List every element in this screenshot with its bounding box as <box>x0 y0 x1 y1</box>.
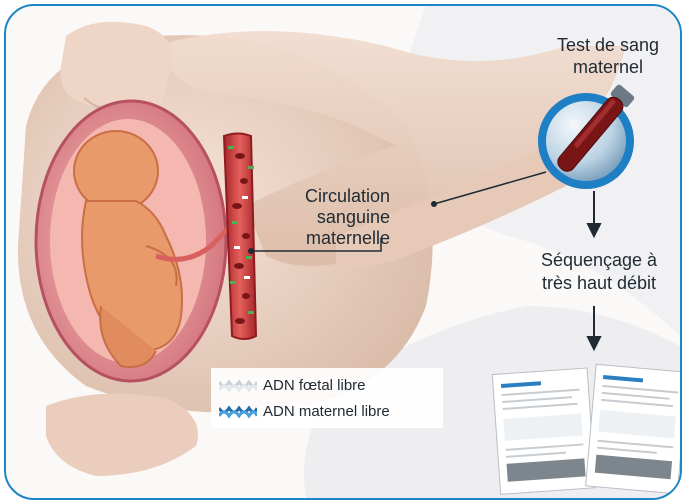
circulation-line-3: maternelle <box>260 228 390 249</box>
blood-test-line-2: maternel <box>538 56 678 78</box>
report-sheet-2 <box>586 364 680 494</box>
fetal-dna-icon <box>219 379 257 391</box>
maternal-dna-icon <box>219 405 257 417</box>
legend-item-fetal: ADN fœtal libre <box>219 374 366 396</box>
circulation-line-1: Circulation <box>260 186 390 207</box>
sequencing-label: Séquençage à très haut débit <box>514 249 682 295</box>
circulation-line-2: sanguine <box>260 207 390 228</box>
blood-test-line-1: Test de sang <box>538 34 678 56</box>
legend-label-fetal: ADN fœtal libre <box>263 377 366 394</box>
legend-item-maternal: ADN maternel libre <box>219 400 390 422</box>
blood-test-label: Test de sang maternel <box>538 34 678 78</box>
legend-label-maternal: ADN maternel libre <box>263 403 390 420</box>
legend: ADN fœtal libre ADN maternel libre <box>211 368 443 428</box>
diagram-frame: Test de sang maternel Circulation sangui… <box>4 4 682 500</box>
circulation-label: Circulation sanguine maternelle <box>260 186 390 249</box>
report-sheet-1 <box>492 368 595 494</box>
lower-hand <box>46 394 198 477</box>
sequencing-line-1: Séquençage à <box>514 249 682 272</box>
sequencing-line-2: très haut débit <box>514 272 682 295</box>
